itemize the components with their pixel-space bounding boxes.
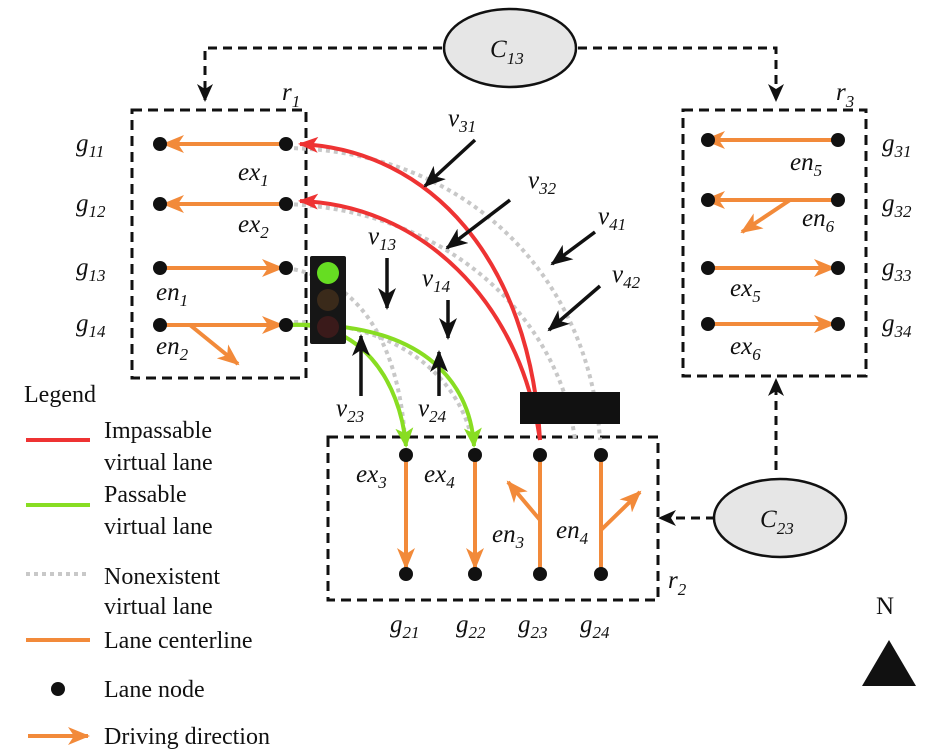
legend-nonexistent-label-2: virtual lane: [104, 594, 213, 620]
lane-g23-turn: [506, 480, 542, 522]
gate-labels: g11 g12 g13 g14 g31 g32 g33 g34 g21 g22 …: [76, 130, 912, 642]
label-ex3: ex3: [356, 461, 387, 492]
lane-v31: [298, 136, 542, 441]
label-ex2: ex2: [238, 211, 269, 242]
label-ex5: ex5: [730, 275, 761, 306]
controller-c23-label: C23: [760, 506, 794, 538]
label-g14: g14: [76, 310, 106, 341]
lane-centerlines: [160, 131, 838, 574]
north-label: N: [876, 593, 894, 620]
legend: Legend Impassable virtual lane Passable …: [24, 382, 270, 750]
node-labels: ex1 ex2 en1 en2 en5 en6 ex5 ex6 ex3 ex4 …: [156, 149, 835, 552]
label-g22: g22: [456, 611, 486, 642]
region-r2-label: r2: [668, 567, 687, 599]
virtual-lane-pointers: [352, 138, 602, 396]
red-light-icon: [317, 316, 339, 338]
legend-impassable-label-1: Impassable: [104, 418, 212, 444]
lane-g14-turn: [188, 323, 240, 366]
label-g23: g23: [518, 611, 548, 642]
lane-nodes: [153, 133, 845, 581]
legend-impassable-label-2: virtual lane: [104, 450, 213, 476]
label-en1: en1: [156, 279, 188, 310]
lane-g24-turn: [599, 490, 642, 532]
label-g33: g33: [882, 254, 912, 285]
label-en4: en4: [556, 517, 589, 548]
label-v41: v41: [598, 203, 626, 234]
label-v42: v42: [612, 261, 641, 292]
label-g34: g34: [882, 310, 912, 341]
label-v14: v14: [422, 265, 451, 296]
lane-v32: [298, 193, 542, 441]
virtual-lane-labels: v31 v32 v41 v42 v13 v14 v23 v24: [336, 105, 641, 426]
label-g13: g13: [76, 254, 106, 285]
label-ex1: ex1: [238, 159, 269, 190]
controller-links: [197, 46, 784, 526]
label-g31: g31: [882, 130, 912, 161]
label-g21: g21: [390, 611, 420, 642]
label-v31: v31: [448, 105, 476, 136]
label-v23: v23: [336, 395, 364, 426]
label-ex4: ex4: [424, 461, 455, 492]
legend-title: Legend: [24, 382, 96, 408]
controller-c23: C23: [712, 477, 848, 559]
north-arrow-icon: [862, 640, 916, 686]
label-g32: g32: [882, 190, 912, 221]
label-v13: v13: [368, 223, 396, 254]
link-c13-r3: [578, 46, 784, 102]
label-en3: en3: [492, 521, 524, 552]
label-v32: v32: [528, 167, 557, 198]
lane-g32-turn: [740, 198, 792, 234]
region-r1-label: r1: [282, 79, 300, 111]
traffic-light: [310, 256, 346, 344]
region-r1: [130, 108, 308, 380]
label-ex6: ex6: [730, 333, 761, 364]
lane-v42: [285, 202, 577, 441]
region-r3-label: r3: [836, 79, 854, 111]
link-c13-r1: [197, 46, 442, 102]
legend-passable-label-2: virtual lane: [104, 514, 213, 540]
controller-c13: C13: [442, 7, 578, 89]
label-en6: en6: [802, 205, 835, 236]
label-v24: v24: [418, 395, 447, 426]
road-block: [520, 392, 620, 424]
label-g11: g11: [76, 130, 104, 161]
region-r2: [326, 435, 660, 602]
legend-nonexistent-label-1: Nonexistent: [104, 564, 220, 590]
label-g12: g12: [76, 190, 106, 221]
legend-node-label: Lane node: [104, 677, 205, 703]
label-g24: g24: [580, 611, 610, 642]
legend-passable-label-1: Passable: [104, 482, 187, 508]
label-en2: en2: [156, 333, 189, 364]
label-en5: en5: [790, 149, 822, 180]
green-light-icon: [317, 262, 339, 284]
north-indicator: N: [862, 593, 916, 686]
legend-node-swatch: [51, 682, 65, 696]
region-r3: [681, 108, 868, 378]
legend-centerline-label: Lane centerline: [104, 628, 253, 654]
legend-direction-label: Driving direction: [104, 724, 270, 750]
impassable-virtual-lanes: [298, 136, 542, 441]
controller-c13-label: C13: [490, 36, 524, 68]
amber-light-icon: [317, 289, 339, 311]
